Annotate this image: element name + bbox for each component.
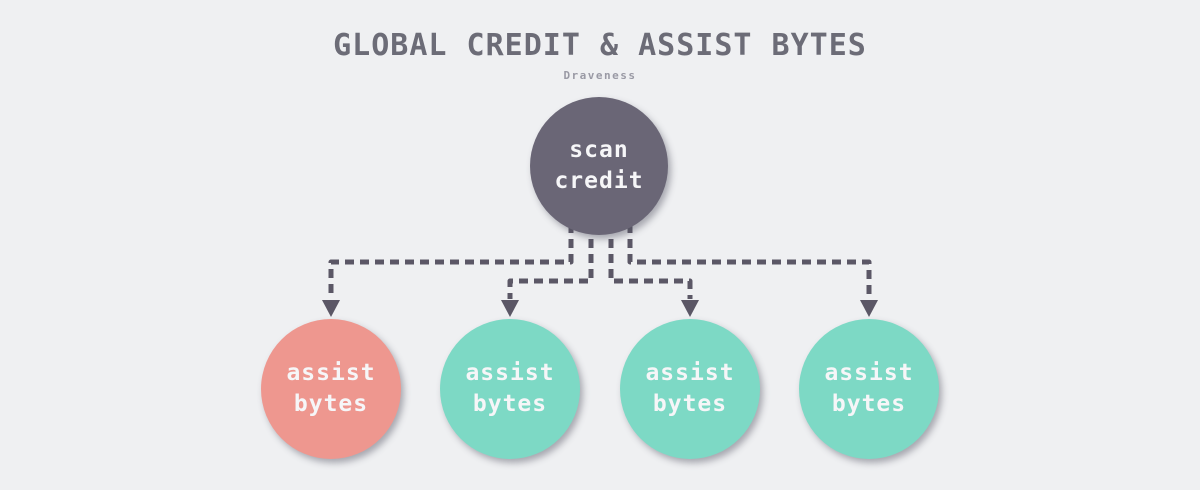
node-label-line: scan <box>569 137 629 163</box>
node-label-line: assist <box>645 360 735 386</box>
node-label-line: credit <box>554 168 644 194</box>
node-label-line: bytes <box>472 391 548 417</box>
diagram-header: GLOBAL CREDIT & ASSIST BYTES Draveness <box>0 28 1200 82</box>
arrow-down-icon <box>501 300 519 317</box>
node-label-line: bytes <box>652 391 728 417</box>
node-scan-credit: scan credit <box>530 97 668 235</box>
edge-root-to-child-2 <box>507 224 594 299</box>
edge-root-to-child-4 <box>627 224 872 299</box>
node-label-line: bytes <box>831 391 907 417</box>
page-subtitle: Draveness <box>563 69 637 82</box>
node-label-line: assist <box>465 360 555 386</box>
arrow-down-icon <box>860 300 878 317</box>
node-assist-bytes-4: assist bytes <box>799 319 939 459</box>
page-title: GLOBAL CREDIT & ASSIST BYTES <box>333 28 867 63</box>
node-label-line: assist <box>286 360 376 386</box>
node-label-line: bytes <box>293 391 369 417</box>
node-label-line: assist <box>824 360 914 386</box>
node-assist-bytes-2: assist bytes <box>440 319 580 459</box>
node-assist-bytes-1: assist bytes <box>261 319 401 459</box>
arrow-down-icon <box>681 300 699 317</box>
arrow-down-icon <box>322 300 340 317</box>
node-assist-bytes-3: assist bytes <box>620 319 760 459</box>
edge-root-to-child-3 <box>608 224 693 299</box>
edge-root-to-child-1 <box>328 224 574 299</box>
